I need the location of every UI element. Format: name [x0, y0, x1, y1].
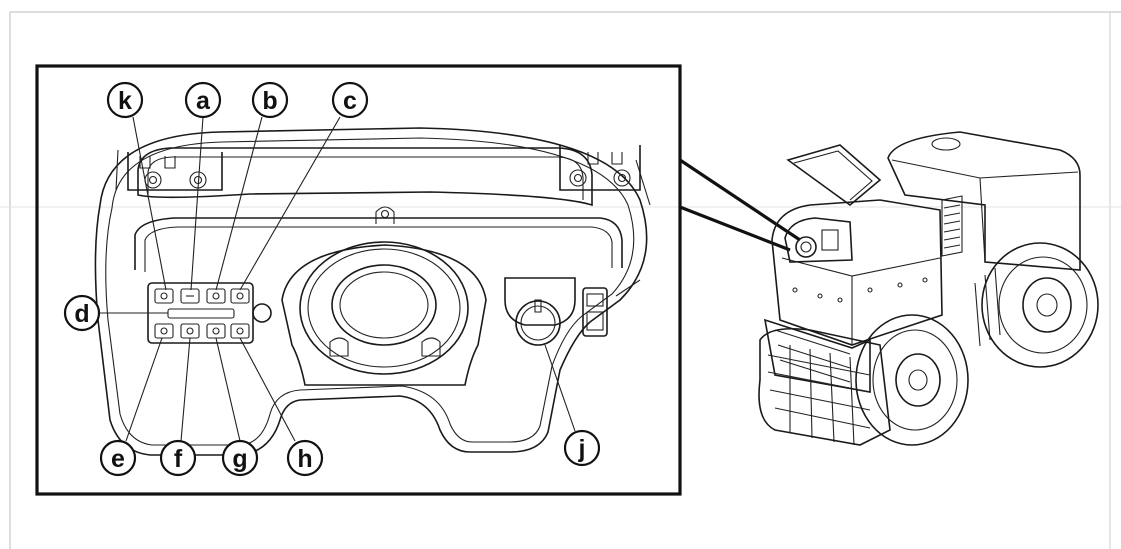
outer-frame — [0, 11, 1121, 549]
zoom-connector-lines — [679, 158, 801, 252]
callout-c: c — [331, 81, 369, 119]
detail-inset-frame — [35, 64, 682, 496]
svg-text:j: j — [578, 435, 586, 463]
gauge-housing — [281, 241, 487, 386]
callout-e: e — [99, 439, 137, 477]
leader-lines — [100, 116, 576, 442]
callout-b: b — [251, 81, 289, 119]
callout-j: j — [563, 429, 601, 467]
dashboard-housing — [94, 127, 651, 456]
svg-text:b: b — [262, 87, 277, 115]
ignition-area — [504, 277, 608, 346]
svg-text:d: d — [74, 300, 89, 328]
svg-text:c: c — [343, 87, 357, 115]
callout-f: f — [159, 439, 197, 477]
callout-a: a — [184, 81, 222, 119]
trench-roller-machine — [758, 131, 1099, 446]
front-drum — [758, 314, 969, 446]
svg-text:a: a — [196, 87, 211, 115]
svg-text:f: f — [174, 445, 183, 473]
callout-d: d — [63, 294, 101, 332]
svg-text:e: e — [111, 445, 125, 473]
callout-h: h — [286, 439, 324, 477]
callout-g: g — [221, 439, 259, 477]
svg-text:k: k — [118, 87, 132, 115]
svg-text:g: g — [232, 445, 247, 473]
vent-grille — [941, 195, 963, 257]
svg-text:h: h — [297, 445, 312, 473]
rear-drum — [974, 242, 1099, 368]
callout-k: k — [106, 81, 144, 119]
